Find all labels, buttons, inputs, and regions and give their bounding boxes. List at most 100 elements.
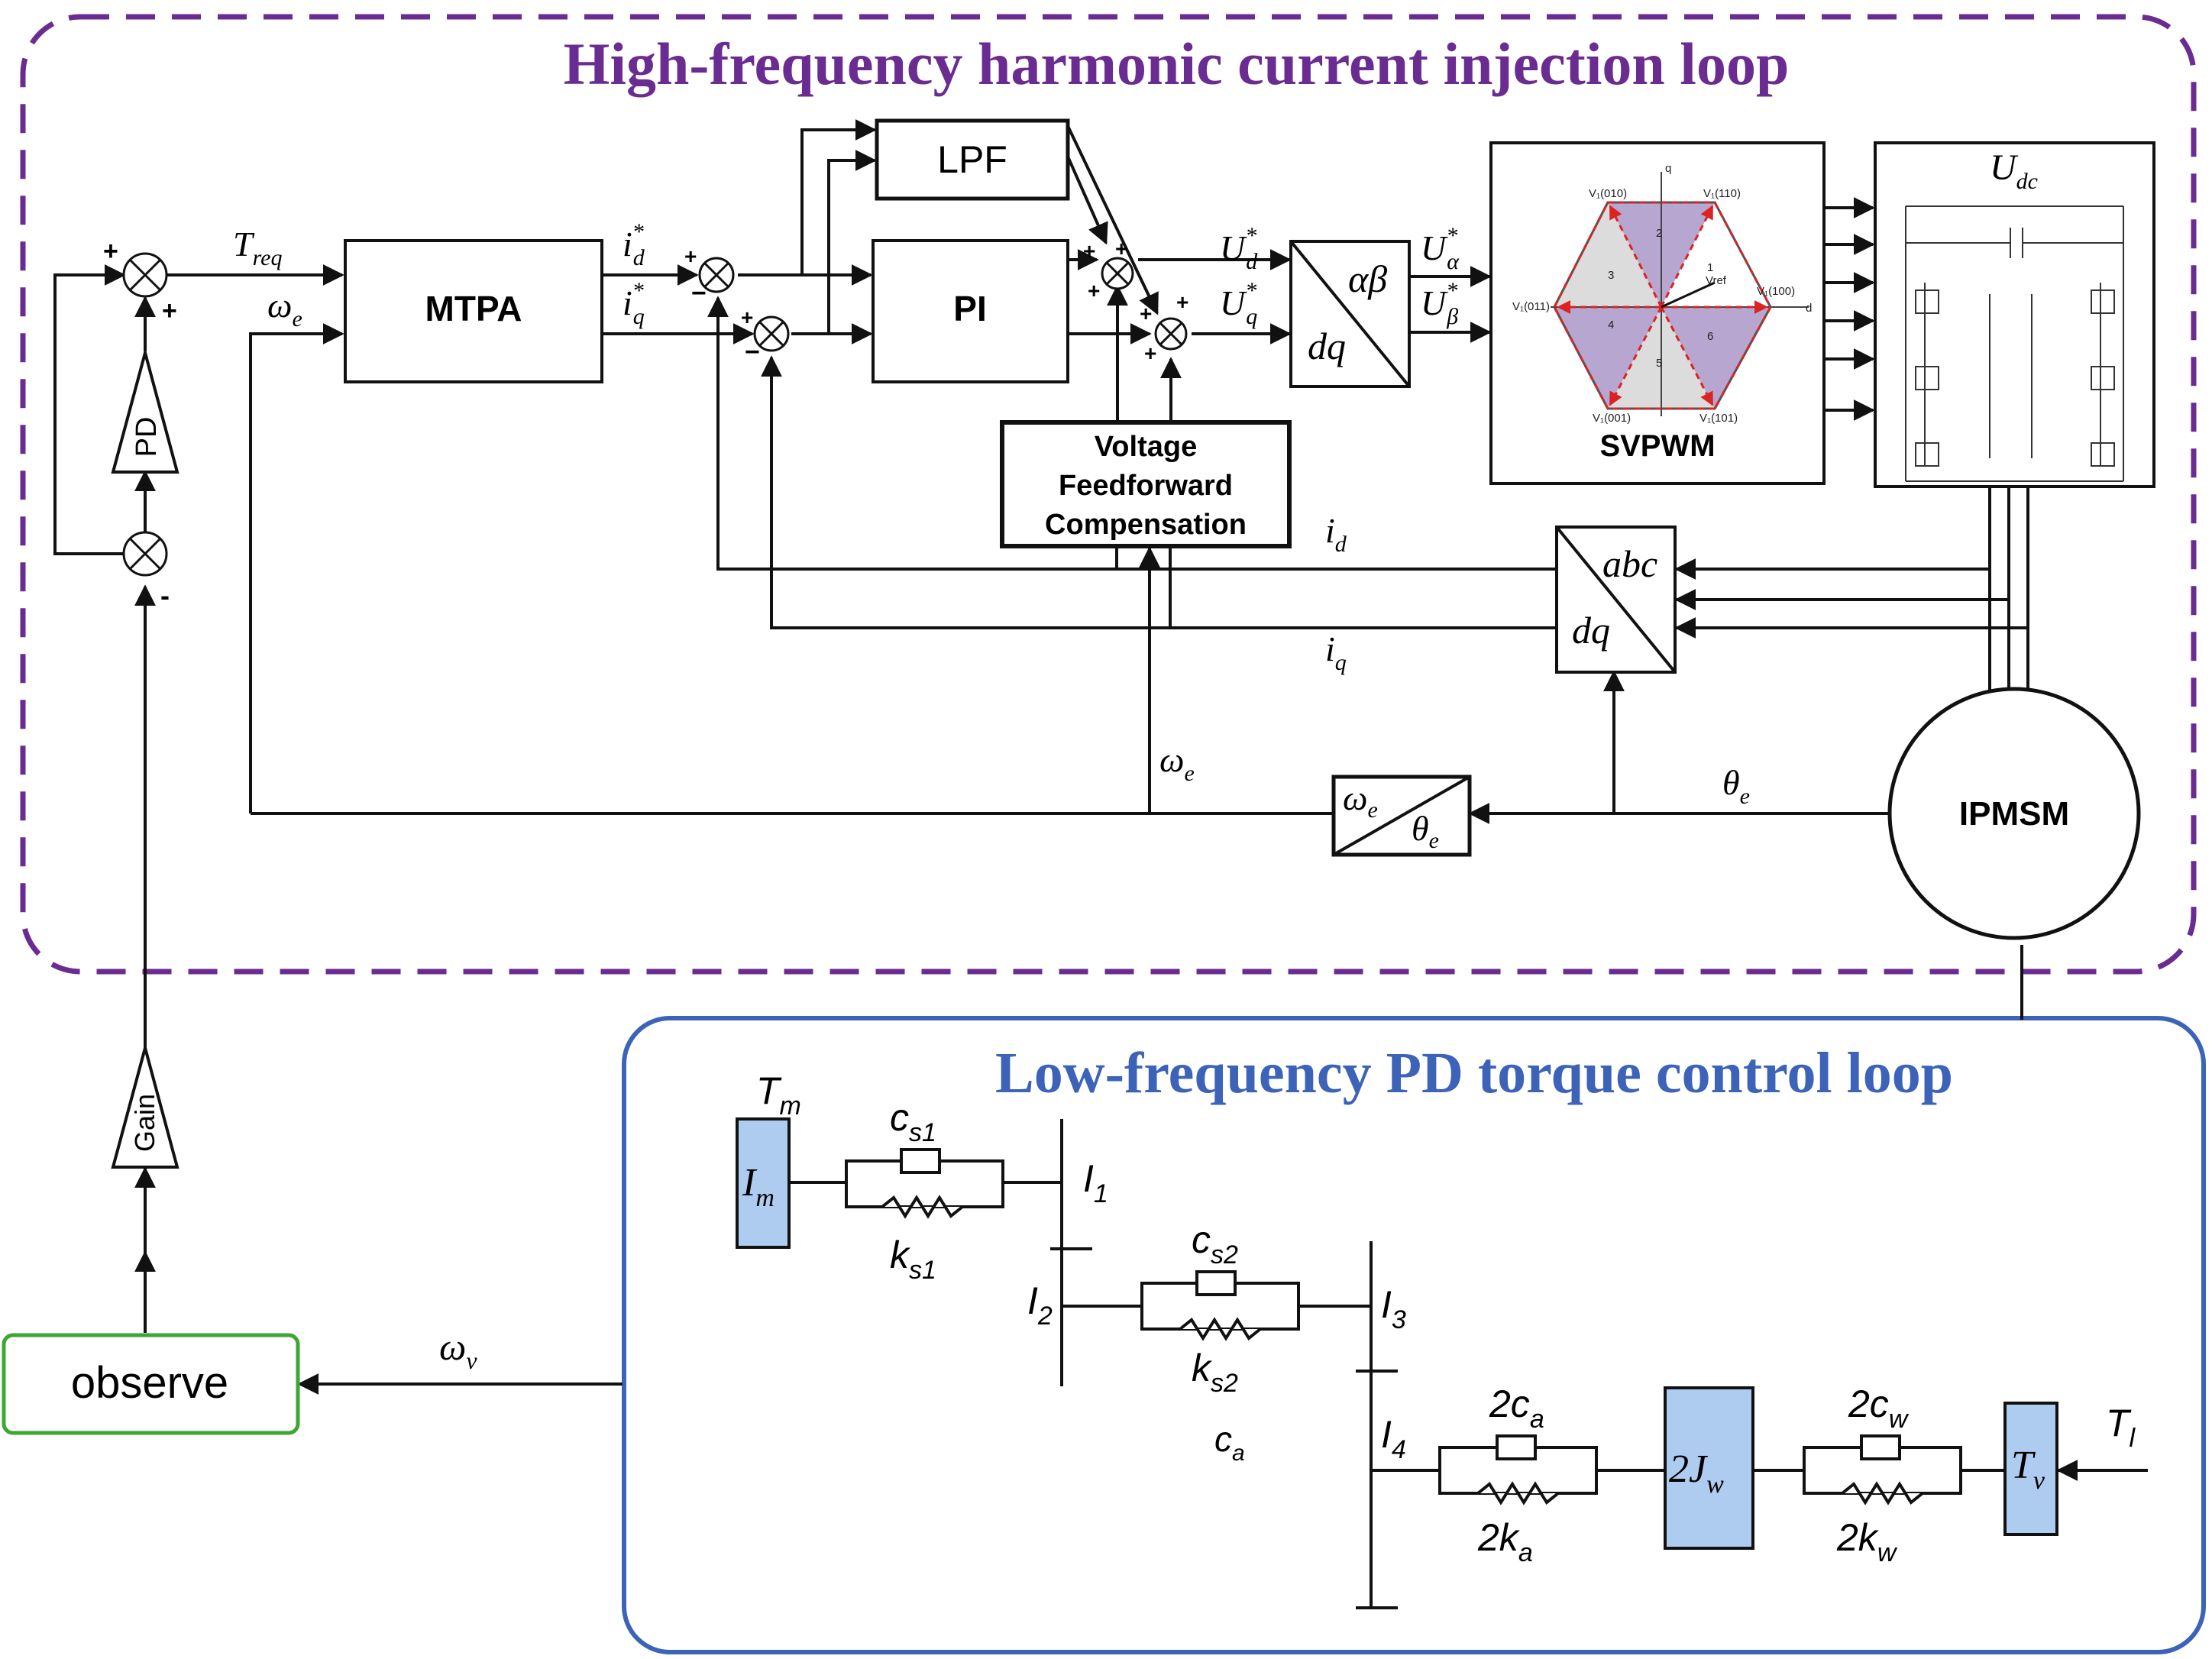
lf-loop-border: [622, 1016, 2206, 1654]
svg-text:2Jw: 2Jw: [1669, 1447, 1724, 1499]
svg-text:Im: Im: [742, 1161, 775, 1212]
svg-text:V₁(011): V₁(011): [1512, 300, 1550, 313]
svg-text:Tv: Tv: [2011, 1444, 2045, 1495]
svpwm-block: V₁(010) V₁(110) V₁(011) V₁(100) V₁(001) …: [1489, 141, 1826, 485]
sign-plus-2: +: [162, 296, 177, 325]
mtpa-block: MTPA: [344, 239, 603, 383]
svg-text:Feedforward: Feedforward: [1059, 470, 1233, 502]
sum-junction-error: [122, 531, 168, 577]
svg-text:IPMSM: IPMSM: [1959, 795, 2069, 833]
svg-text:observe: observe: [71, 1358, 228, 1408]
inertia-im: Im: [736, 1117, 791, 1249]
svg-text:3: 3: [1608, 269, 1614, 282]
svg-text:Compensation: Compensation: [1045, 509, 1247, 541]
sign-minus-1: -: [160, 580, 170, 611]
svg-text:2ka: 2ka: [1477, 1516, 1533, 1567]
svg-text:6: 6: [1707, 330, 1713, 343]
inertia-tv: Tv: [2003, 1402, 2058, 1536]
svg-text:d: d: [1806, 302, 1812, 315]
svg-text:LPF: LPF: [937, 138, 1007, 181]
svg-text:abc: abc: [1602, 542, 1657, 585]
observe-block: observe: [2, 1333, 300, 1435]
svg-text:2cw: 2cw: [1848, 1382, 1910, 1434]
voltage-feedforward-block: Voltage Feedforward Compensation: [1000, 420, 1292, 548]
svg-text:−: −: [691, 279, 707, 308]
svg-text:4: 4: [1608, 319, 1614, 331]
svg-text:q: q: [1665, 162, 1671, 175]
svg-text:+: +: [1115, 237, 1127, 260]
svg-text:Tm: Tm: [756, 1069, 801, 1121]
svg-text:Tl: Tl: [2106, 1402, 2136, 1453]
svg-text:I3: I3: [1381, 1283, 1406, 1334]
svg-text:ks1: ks1: [890, 1234, 936, 1285]
svg-text:αβ: αβ: [1348, 257, 1387, 300]
svg-text:V₁(001): V₁(001): [1593, 412, 1631, 425]
svg-text:PI: PI: [953, 289, 986, 328]
inertia-2jw: 2Jw: [1664, 1386, 1754, 1550]
svg-text:V₁(010): V₁(010): [1589, 187, 1627, 200]
svg-text:Udc: Udc: [1990, 147, 2038, 194]
lf-mechanical-model: [789, 1119, 2148, 1609]
ipmsm-motor: IPMSM: [1887, 687, 2141, 940]
svg-text:2ca: 2ca: [1489, 1382, 1544, 1434]
svg-text:Voltage: Voltage: [1095, 431, 1197, 463]
svg-text:U*d: U*d: [1220, 223, 1258, 274]
svg-text:5: 5: [1656, 357, 1662, 370]
svg-text:dq: dq: [1572, 609, 1610, 652]
svg-text:+: +: [1144, 341, 1156, 365]
svg-text:ks2: ks2: [1192, 1347, 1238, 1398]
svg-text:ca: ca: [1214, 1419, 1245, 1466]
svg-text:ωe: ωe: [267, 286, 302, 331]
svg-text:+: +: [1083, 239, 1095, 263]
sum-junction-iq: [753, 315, 790, 352]
svg-text:iq: iq: [1325, 629, 1347, 675]
svg-text:θe: θe: [1412, 809, 1439, 853]
outer-feedback-path: [53, 264, 623, 1395]
svg-text:I2: I2: [1027, 1279, 1053, 1331]
svg-text:ωe: ωe: [1343, 778, 1378, 823]
svg-text:+: +: [684, 244, 697, 268]
sum-junction-ud: [1101, 257, 1134, 290]
dq-to-alphabeta-block: αβ dq: [1289, 240, 1411, 388]
speed-angle-block: ωe θe: [1331, 775, 1472, 857]
svg-text:PD: PD: [131, 417, 163, 458]
svg-text:+: +: [1176, 290, 1188, 314]
svg-text:Gain: Gain: [129, 1094, 160, 1152]
svg-text:+: +: [1088, 279, 1100, 302]
svg-text:SVPWM: SVPWM: [1599, 429, 1715, 463]
gain-block: Gain: [111, 1042, 179, 1169]
pi-block: PI: [872, 239, 1069, 383]
label-omega-v: ωv: [439, 1325, 477, 1374]
svg-text:cs2: cs2: [1192, 1218, 1238, 1269]
svg-text:−: −: [745, 338, 760, 367]
svg-text:V₁(101): V₁(101): [1699, 412, 1738, 425]
svg-text:V₁(100): V₁(100): [1757, 285, 1795, 298]
svg-text:ωv: ωv: [439, 1325, 477, 1374]
svg-text:cs1: cs1: [890, 1096, 936, 1147]
svg-text:ωe: ωe: [1159, 740, 1195, 786]
abc-to-dq-block: abc dq: [1555, 526, 1677, 674]
svg-text:i*d: i*d: [623, 219, 645, 270]
svg-text:θe: θe: [1722, 763, 1750, 809]
hf-loop-title: High-frequency harmonic current injectio…: [564, 31, 1790, 97]
pd-block: PD: [111, 347, 179, 474]
svg-text:Treq: Treq: [233, 225, 282, 270]
junction-signs: + − + − + + + + + +: [684, 237, 1188, 367]
hf-signal-lines: [249, 119, 2029, 1020]
svg-text:U*q: U*q: [1220, 278, 1257, 329]
svg-text:V₁(110): V₁(110): [1703, 187, 1741, 200]
sign-plus-1: +: [103, 237, 118, 266]
inverter-block: Udc: [1874, 141, 2155, 488]
lf-labels: Tm cs1 ks1 I1 I2 cs2 ks2 I3 I4 ca 2ca 2k…: [756, 1069, 2136, 1567]
svg-text:I1: I1: [1083, 1157, 1108, 1208]
svg-text:+: +: [1140, 302, 1152, 325]
lpf-block: LPF: [875, 118, 1070, 201]
svg-text:2: 2: [1656, 227, 1662, 240]
svg-text:1: 1: [1707, 261, 1713, 274]
hf-loop-border: [20, 14, 2197, 975]
svg-text:i*q: i*q: [623, 278, 645, 329]
svg-text:U*α: U*α: [1421, 223, 1460, 274]
svg-text:+: +: [741, 306, 753, 329]
lf-loop-title: Low-frequency PD torque control loop: [995, 1041, 1953, 1105]
